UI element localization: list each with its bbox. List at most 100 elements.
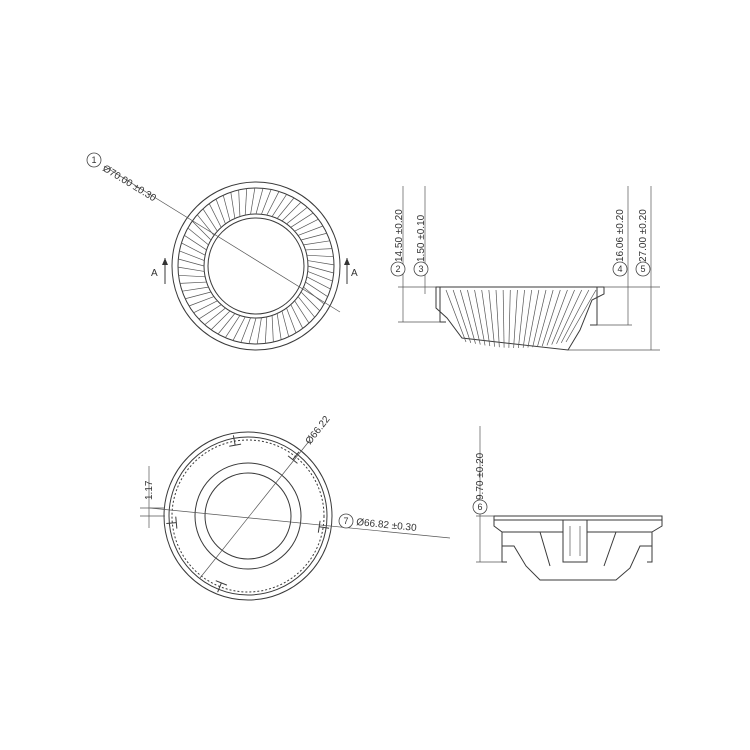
rib-line xyxy=(281,310,290,337)
rib-line xyxy=(193,300,218,314)
retention-tab-head xyxy=(229,443,242,447)
callout-text-5: 27.00 ±0.20 xyxy=(638,209,649,262)
rib-line xyxy=(290,304,304,329)
side-view: 2 14.50 ±0.20 3 1.50 ±0.10 4 16.06 ±0.20… xyxy=(390,186,660,351)
flute-line xyxy=(518,289,525,349)
flute-line xyxy=(532,289,547,348)
flute-line xyxy=(481,289,491,347)
retention-tab xyxy=(166,522,177,524)
flute-line xyxy=(445,289,467,343)
rib-line xyxy=(294,300,310,324)
rib-line xyxy=(178,274,206,278)
flute-line xyxy=(513,289,518,349)
rib-line xyxy=(305,281,328,297)
rib-line xyxy=(261,189,272,215)
flute-line xyxy=(546,289,568,346)
rib-line xyxy=(248,317,257,344)
retention-tab-head xyxy=(317,520,321,533)
callout-text-6: 9.70 ±0.20 xyxy=(475,452,486,500)
rib-line xyxy=(184,235,207,251)
rib-line xyxy=(300,232,327,241)
section-label-right: A xyxy=(351,268,358,279)
diameter-leader-line xyxy=(103,165,341,313)
rib-line xyxy=(185,291,212,300)
rib-line xyxy=(238,189,241,217)
callout-number-4: 4 xyxy=(617,264,622,274)
rib-line xyxy=(187,227,209,246)
rib-line xyxy=(286,307,297,334)
flute-line xyxy=(502,289,505,348)
flute-line xyxy=(488,289,495,347)
rib-line xyxy=(232,316,246,341)
rib-line xyxy=(271,194,287,217)
flute-line xyxy=(522,289,533,348)
callout-bubble-6 xyxy=(472,499,488,515)
callout-number-6: 6 xyxy=(477,502,482,512)
rib-line xyxy=(307,271,333,282)
rib-line xyxy=(266,191,280,216)
rib-line xyxy=(188,296,215,307)
retention-tabs xyxy=(166,435,330,593)
outer-diameter-leader xyxy=(149,507,451,539)
flute-line xyxy=(556,289,583,344)
rib-line xyxy=(255,188,264,215)
rib-line xyxy=(177,266,205,272)
retention-tab-head xyxy=(175,516,178,529)
rib-line xyxy=(297,296,316,318)
rib-line xyxy=(204,307,226,326)
callout-bubble-4 xyxy=(612,261,628,277)
rib-line xyxy=(178,258,205,267)
rib-line xyxy=(290,212,314,228)
callout-number-3: 3 xyxy=(418,264,423,274)
section-label-left: A xyxy=(151,268,158,279)
rib-line xyxy=(202,208,218,232)
bore-outer-circle xyxy=(203,213,309,319)
rib-line xyxy=(256,317,262,345)
rib-line xyxy=(306,276,331,290)
bottom-lip-circle xyxy=(171,439,325,593)
bottom-bore-inner xyxy=(204,472,292,560)
flute-line xyxy=(467,289,481,345)
rib-line xyxy=(244,188,248,216)
retention-tab-head xyxy=(287,455,298,464)
bottom-outer-circle xyxy=(163,431,333,601)
rib-line xyxy=(191,220,212,241)
rib-line xyxy=(250,187,256,215)
rib-line xyxy=(264,316,268,344)
rib-line xyxy=(230,192,236,219)
rib-line xyxy=(179,281,207,284)
rib-line xyxy=(271,315,274,343)
section-center-clip xyxy=(562,519,588,563)
callout-text-4: 16.06 ±0.20 xyxy=(615,209,626,262)
rib-line xyxy=(198,304,222,320)
rib-line xyxy=(300,291,321,312)
inner-diameter-label: Ø66.22 xyxy=(304,414,333,447)
callout-bubble-1 xyxy=(86,152,102,168)
rib-line xyxy=(305,248,333,251)
callout-text-3: 1.50 ±0.10 xyxy=(416,214,427,262)
callout-bubble-5 xyxy=(635,261,651,277)
flute-line xyxy=(541,289,561,347)
lip-height-label: 1.17 xyxy=(144,480,155,500)
rib-line xyxy=(208,203,222,228)
rib-line xyxy=(286,206,308,225)
callout-bubble-7 xyxy=(338,513,354,529)
rib-line xyxy=(276,197,295,219)
flute-line xyxy=(565,289,597,343)
retention-tab xyxy=(232,435,236,446)
rib-line xyxy=(210,310,231,331)
callout-number-7: 7 xyxy=(343,516,348,526)
section-inner-walls xyxy=(539,531,617,567)
rib-line xyxy=(181,242,206,256)
rim-inner-circle xyxy=(177,187,335,345)
flute-line xyxy=(508,289,511,348)
outer-rim-circle xyxy=(171,181,341,351)
flute-line xyxy=(560,289,590,344)
rib-line xyxy=(276,313,282,340)
rib-line xyxy=(225,315,241,338)
callout-number-5: 5 xyxy=(640,264,645,274)
rib-line xyxy=(217,313,236,335)
flute-line xyxy=(527,289,540,348)
